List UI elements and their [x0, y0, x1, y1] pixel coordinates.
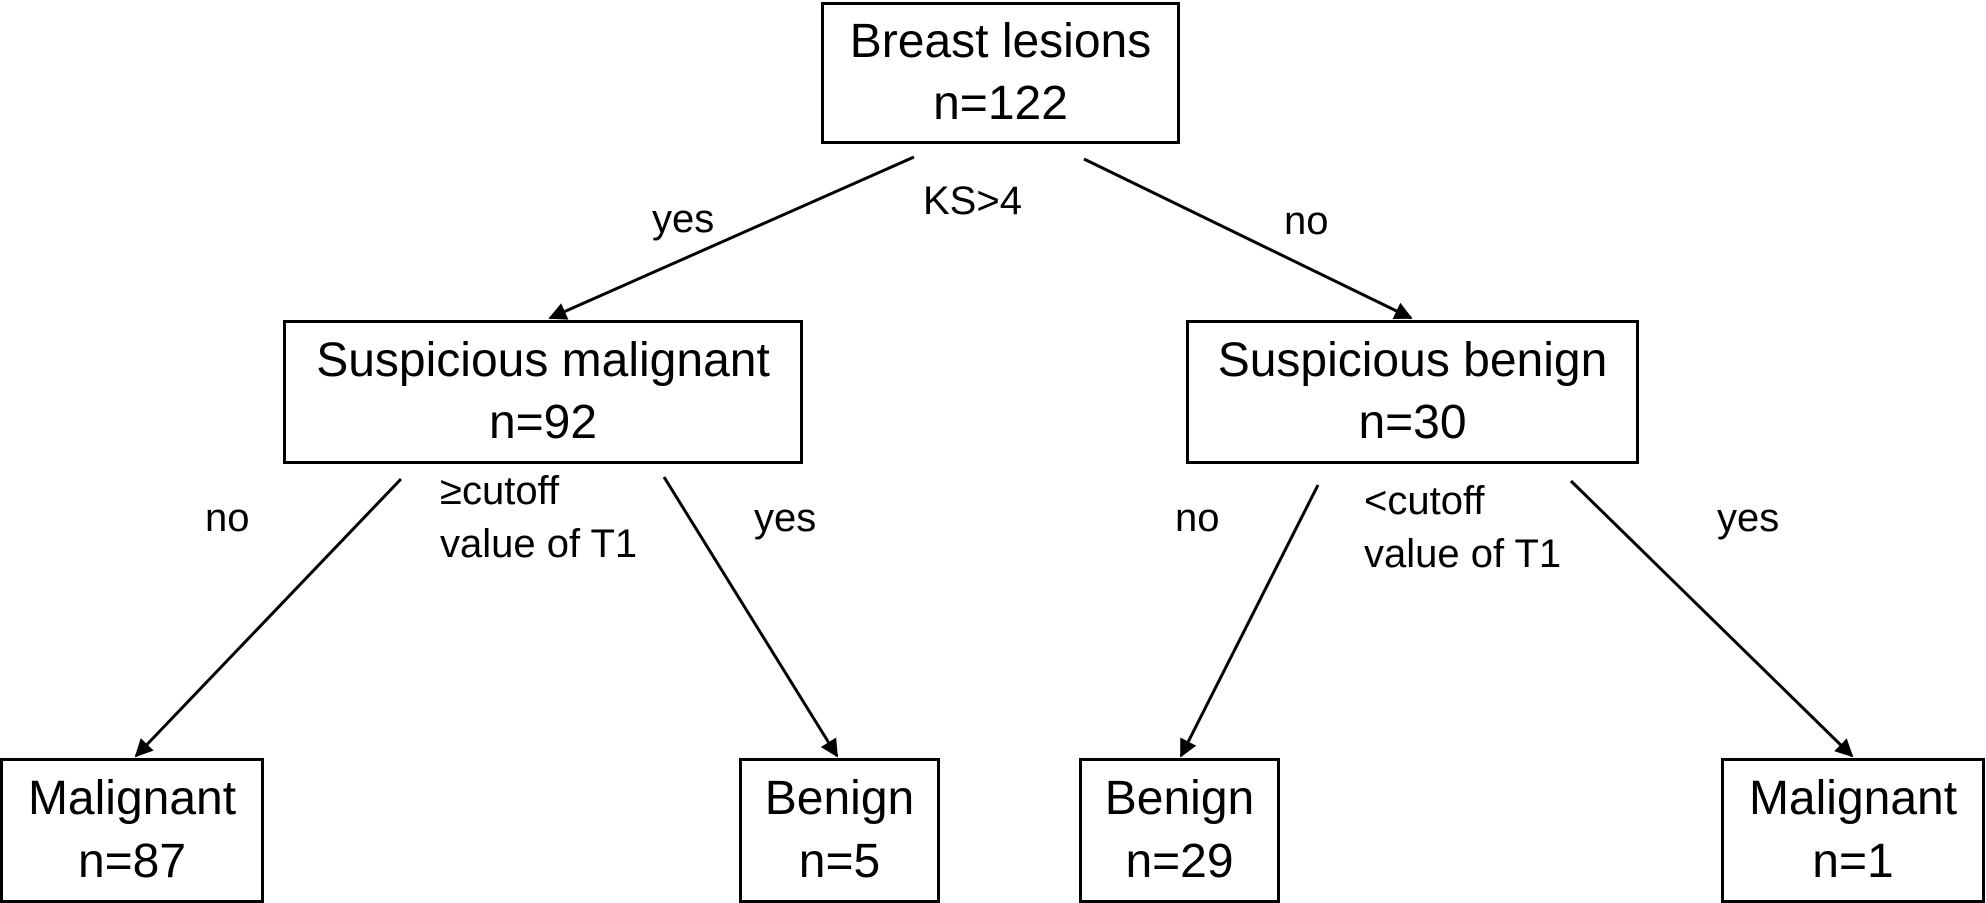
- edge-label-no: no: [1175, 496, 1220, 540]
- edge-label-no: no: [205, 496, 250, 540]
- edge-susm-to-benign: [662, 476, 839, 758]
- condition-line: value of T1: [440, 521, 638, 566]
- node-count: n=5: [798, 834, 881, 888]
- node-suspicious-benign: Suspicious benign n=30: [1186, 320, 1639, 464]
- node-title: Suspicious benign: [1217, 333, 1608, 387]
- condition-line: value of T1: [1364, 531, 1562, 576]
- node-title: Suspicious malignant: [316, 333, 770, 387]
- condition-line: <cutoff: [1364, 479, 1485, 523]
- node-count: n=92: [488, 396, 598, 449]
- node-malignant-left: Malignant n=87: [0, 758, 264, 903]
- node-count: n=30: [1358, 396, 1467, 449]
- edge-root-to-suspicious-benign: [1083, 157, 1413, 320]
- condition-cutoff-benign: <cutoff value of T1: [1364, 475, 1561, 581]
- node-count: n=122: [933, 77, 1068, 130]
- node-title: Malignant: [27, 772, 237, 826]
- node-title: Benign: [764, 772, 915, 826]
- condition-cutoff-malignant: ≥cutoff value of T1: [440, 465, 637, 571]
- edge-susm-to-malignant: [134, 477, 403, 758]
- node-count: n=29: [1125, 834, 1234, 888]
- condition-ks-label: KS>4: [923, 179, 1022, 223]
- node-malignant-right: Malignant n=1: [1721, 758, 1985, 903]
- node-count: n=1: [1812, 834, 1894, 888]
- node-title: Malignant: [1748, 772, 1958, 826]
- edge-susb-to-benign: [1179, 484, 1320, 758]
- edge-label-yes: yes: [652, 197, 715, 241]
- node-title: Benign: [1104, 772, 1255, 826]
- edge-susb-to-malignant: [1569, 479, 1854, 758]
- node-title: Breast lesions: [849, 14, 1152, 68]
- condition-line: ≥cutoff: [440, 469, 560, 513]
- edge-label-yes: yes: [754, 496, 817, 540]
- node-count: n=87: [77, 834, 187, 888]
- node-benign-right: Benign n=29: [1079, 758, 1280, 903]
- edge-label-yes: yes: [1717, 496, 1780, 540]
- edge-root-to-suspicious-malignant: [548, 155, 915, 320]
- edge-label-no: no: [1284, 199, 1329, 243]
- node-breast-lesions: Breast lesions n=122: [821, 2, 1180, 144]
- node-benign-left: Benign n=5: [739, 758, 940, 903]
- node-suspicious-malignant: Suspicious malignant n=92: [283, 320, 803, 464]
